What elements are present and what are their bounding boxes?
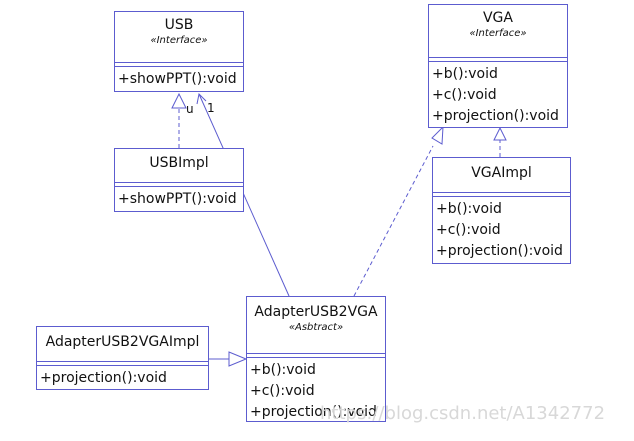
class-adapter-operations: +b():void +c():void +projection():void [247,358,385,423]
class-usb-operations: +showPPT():void [115,67,243,90]
class-adapterimpl-name: AdapterUSB2VGAImpl [45,334,200,350]
class-vgaimpl-op: +c():void [436,222,501,238]
class-adapter-op: +b():void [250,362,316,378]
adapter-generalization-arrowhead [228,351,248,367]
class-usbimpl-attributes [115,183,243,187]
class-vgaimpl-name: VGAImpl [471,165,532,181]
class-adapterimpl-attributes [37,362,208,366]
class-usb-name: USB [164,17,194,33]
class-vga-op: +b():void [432,66,498,82]
class-usb-attributes [115,63,243,67]
adapter-realizes-vga-line [353,145,434,297]
class-adapter-op: +c():void [250,383,315,399]
class-adapterimpl-header: AdapterUSB2VGAImpl [37,327,208,362]
class-usb-header: USB «Interface» [115,12,243,63]
class-adapter-op: +projection():void [250,404,377,420]
class-vga-stereotype: «Interface» [469,28,527,39]
class-adapter-name: AdapterUSB2VGA [254,304,378,320]
class-vgaimpl-op: +projection():void [436,243,563,259]
class-vgaimpl[interactable]: VGAImpl +b():void +c():void +projection(… [432,157,571,264]
class-vgaimpl-header: VGAImpl [433,158,570,193]
class-adapterimpl-op: +projection():void [40,370,167,386]
class-usbimpl-header: USBImpl [115,149,243,183]
class-vga-operations: +b():void +c():void +projection():void [429,62,567,127]
vga-realization-arrowhead-left [431,125,444,145]
class-adapterimpl[interactable]: AdapterUSB2VGAImpl +projection():void [36,326,209,390]
class-vgaimpl-op: +b():void [436,201,502,217]
class-adapterimpl-operations: +projection():void [37,366,208,389]
watermark-text: https://blog.csdn.net/A1342772 [320,403,606,424]
vga-realization-arrowhead-right [493,126,507,141]
class-adapter-attributes [247,354,385,358]
class-vga[interactable]: VGA «Interface» +b():void +c():void +pro… [428,4,568,128]
class-vga-attributes [429,58,567,62]
class-usb[interactable]: USB «Interface» +showPPT():void [114,11,244,92]
class-usbimpl-operations: +showPPT():void [115,187,243,210]
class-vgaimpl-operations: +b():void +c():void +projection():void [433,197,570,262]
class-adapter-header: AdapterUSB2VGA «Asbtract» [247,297,385,354]
class-usbimpl-op: +showPPT():void [118,191,237,207]
class-usb-op: +showPPT():void [118,71,237,87]
multiplicity-label-u: u [186,102,194,116]
class-usbimpl-name: USBImpl [149,155,209,171]
class-usb-stereotype: «Interface» [150,35,208,46]
class-vga-op: +projection():void [432,108,559,124]
class-vga-name: VGA [482,10,513,26]
multiplicity-label-1: 1 [207,101,215,115]
class-vga-op: +c():void [432,87,497,103]
class-adapter[interactable]: AdapterUSB2VGA «Asbtract» +b():void +c()… [246,296,386,422]
adapter-to-usb-association-line [198,93,290,297]
usb-realization-arrowhead [171,92,187,109]
class-vga-header: VGA «Interface» [429,5,567,58]
usb-association-arrowhead [196,92,207,105]
class-usbimpl[interactable]: USBImpl +showPPT():void [114,148,244,212]
class-adapter-stereotype: «Asbtract» [288,322,344,333]
class-vgaimpl-attributes [433,193,570,197]
